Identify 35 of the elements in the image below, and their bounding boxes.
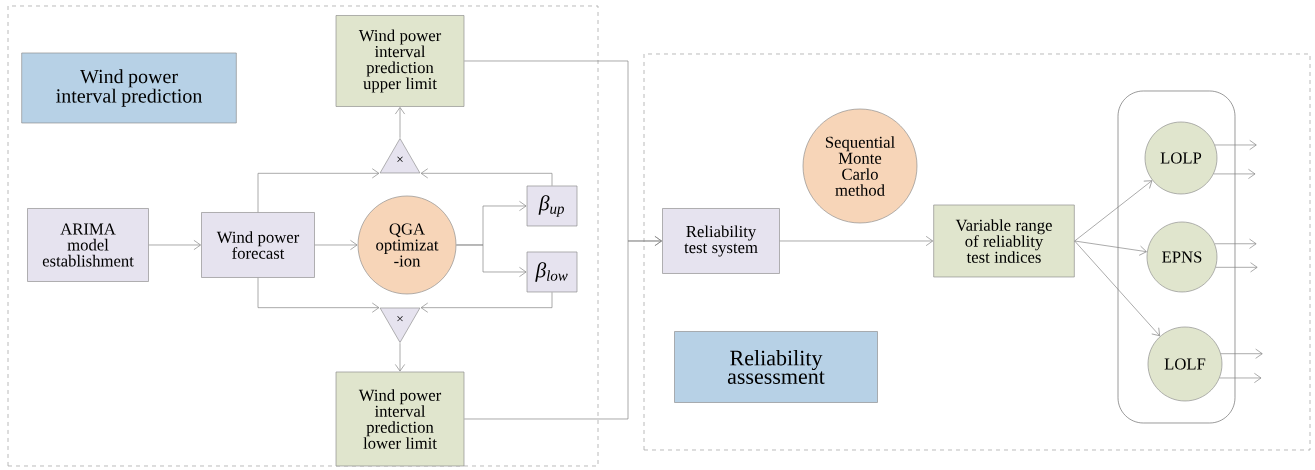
arrow <box>456 244 527 277</box>
multiplier-triangle: × <box>379 138 421 174</box>
result-box: Variable range of reliablity test indices <box>933 204 1075 278</box>
result-box: Wind power interval prediction lower limit <box>335 371 465 467</box>
arrow <box>148 240 201 250</box>
parameter-box: β$_{low}$ <box>526 251 578 293</box>
arrow <box>395 342 405 372</box>
process-box: ARIMA model establishment <box>27 208 149 282</box>
arrow <box>1213 168 1256 179</box>
arrow <box>420 292 553 313</box>
rounded-frame <box>1117 90 1236 424</box>
process-box: Wind power forecast <box>201 212 315 278</box>
arrow <box>1214 238 1257 249</box>
arrow <box>395 107 405 139</box>
arrow <box>464 236 662 420</box>
parameter-box: β$_{up}$ <box>526 185 578 227</box>
title-box: Reliability assessment <box>674 331 878 403</box>
multiplier-triangle: × <box>379 307 421 343</box>
arrow <box>1215 262 1258 273</box>
arrow <box>257 168 380 213</box>
result-box: Wind power interval prediction upper limit <box>335 15 465 107</box>
arrow <box>420 168 553 186</box>
arrow <box>257 277 380 313</box>
arrow <box>1074 240 1147 256</box>
group-frame <box>7 5 599 467</box>
arrow <box>1219 372 1262 383</box>
arrow <box>1214 139 1257 150</box>
arrow <box>1220 348 1263 359</box>
process-box: Reliability test system <box>662 208 780 274</box>
arrow <box>1074 240 1160 337</box>
title-box: Wind power interval prediction <box>21 52 237 124</box>
arrow <box>1074 180 1153 242</box>
group-frame <box>643 53 1311 451</box>
arrow <box>779 236 934 246</box>
arrow <box>314 240 358 250</box>
